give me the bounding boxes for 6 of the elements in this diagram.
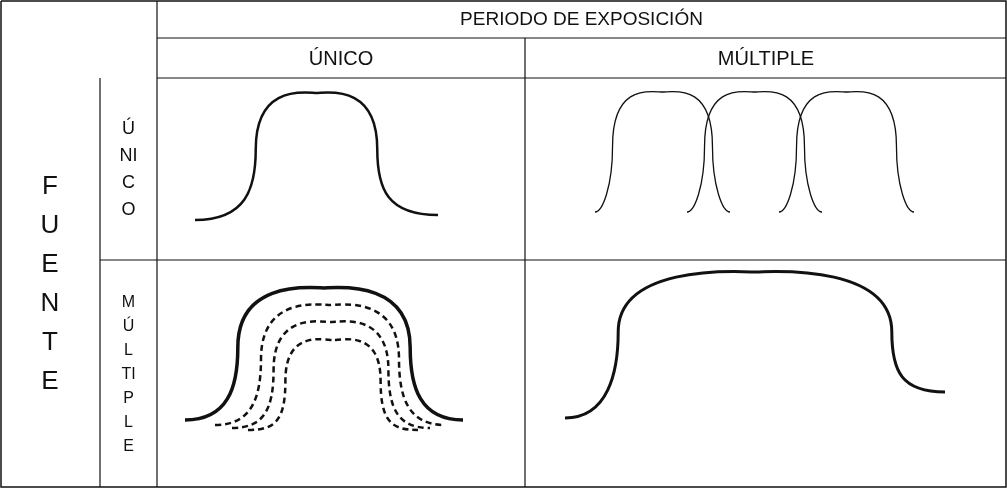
row-header: ÚNICO	[119, 116, 138, 221]
column-header: ÚNICO	[308, 46, 374, 70]
table-title: PERIODO DE EXPOSICIÓN	[460, 8, 703, 30]
row-header: MÚLTIPLE	[120, 292, 137, 456]
column-header: MÚLTIPLE	[717, 46, 815, 70]
row-header: FUENTE	[39, 169, 61, 397]
